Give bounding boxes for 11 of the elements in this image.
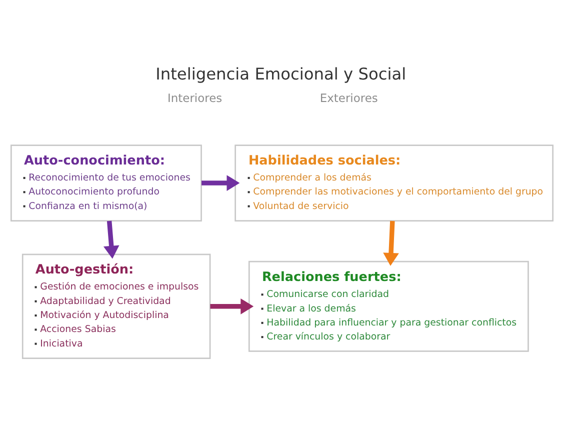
node-box: Auto-gestión: Gestión de emociones e impulsos Adaptabilidad y Creatividad Motivación y Autodisciplina Acciones Sabias Iniciativa <box>22 254 211 359</box>
arrow <box>202 175 240 191</box>
node-box: Auto-conocimiento: Reconocimiento de tus emociones Autoconocimiento profundo Confianza en ti mismo(a) <box>10 144 202 222</box>
node-box: Relaciones fuertes: Comunicarse con claridad Elevar a los demás Habilidad para influenciar y para gestionar conflictos Crear vínculos y colaborar <box>248 260 529 352</box>
node-box: Habilidades sociales: Comprender a los demás Comprender las motivaciones y el comportamiento del grupo Voluntad de servicio <box>234 144 554 222</box>
arrow <box>210 298 254 314</box>
label: Interiores <box>168 90 222 105</box>
arrow <box>103 220 120 259</box>
label: Exteriores <box>320 90 378 105</box>
diagram-title: Inteligencia Emocional y Social <box>156 64 406 84</box>
arrow <box>383 220 399 266</box>
